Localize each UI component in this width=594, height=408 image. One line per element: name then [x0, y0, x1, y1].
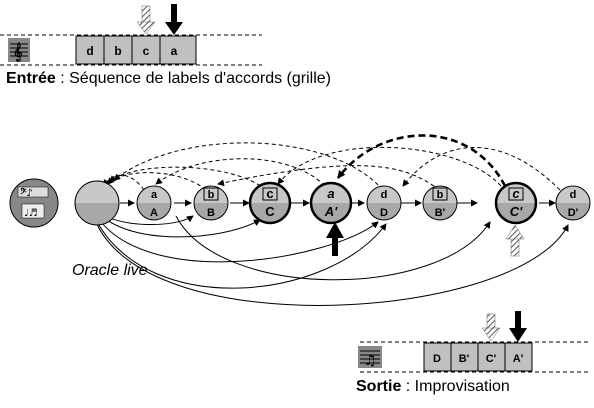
score-icon-output: ♫: [358, 346, 382, 369]
input-cell: b: [114, 44, 121, 58]
black-arrow-icon: [165, 4, 183, 35]
output-caption: Sortie : Improvisation: [356, 378, 510, 396]
state-label-bottom: B': [435, 207, 446, 219]
state-label-top: a: [151, 189, 158, 201]
oracle-state-7: cC': [494, 181, 538, 225]
state-label-top: c: [266, 186, 273, 201]
black-arrow-icon: [509, 311, 527, 342]
oracle-state-0: [74, 180, 120, 226]
black-arrow-icon: [326, 222, 344, 256]
input-cell: a: [171, 44, 178, 58]
output-cell: A': [513, 353, 524, 365]
oracle-state-4: aA': [309, 181, 353, 225]
state-label-top: c: [512, 186, 520, 201]
output-cell: C': [486, 353, 497, 365]
state-label-top: b: [208, 189, 215, 201]
oracle-state-8: dD': [555, 185, 591, 221]
input-strip: 𝄞 d b c a: [0, 4, 262, 66]
state-label-top: b: [437, 189, 444, 201]
oracle-label: Oracle live: [72, 262, 148, 279]
oracle-state-5: dD: [366, 185, 402, 221]
input-caption-text: : Séquence de labels d'accords (grille): [55, 70, 331, 87]
svg-text:𝄢♪: 𝄢♪: [20, 187, 33, 199]
input-caption-bold: Entrée: [6, 70, 56, 87]
output-strip: ♫ D B' C' A': [358, 311, 590, 373]
state-label-bottom: C: [265, 204, 275, 219]
oracle-state-2: bB: [193, 185, 229, 221]
hatched-arrow-icon: [136, 5, 156, 35]
input-cell: c: [143, 44, 150, 58]
state-label-top: d: [381, 189, 388, 201]
input-caption: Entrée : Séquence de labels d'accords (g…: [6, 70, 331, 88]
svg-text:𝄞: 𝄞: [13, 42, 22, 63]
output-caption-bold: Sortie: [356, 378, 402, 395]
state-label-bottom: D: [380, 207, 388, 219]
oracle-state-3: cC: [248, 181, 292, 225]
svg-text:♩♬: ♩♬: [24, 208, 38, 219]
hatched-arrow-icon: [505, 224, 525, 257]
score-icon-input: 𝄞: [8, 38, 30, 63]
svg-text:♫: ♫: [364, 353, 377, 369]
state-label-bottom: B: [207, 207, 215, 219]
instrument-icon: 𝄢♪ ♩♬: [9, 178, 59, 228]
input-cell: d: [86, 44, 93, 58]
output-cell: D: [433, 353, 441, 365]
oracle-edges: [95, 134, 569, 306]
output-caption-text: : Improvisation: [401, 378, 510, 395]
state-label-top: d: [570, 189, 577, 201]
state-label-bottom: C': [510, 204, 523, 219]
state-label-bottom: A': [324, 204, 338, 219]
state-label-bottom: A: [150, 207, 158, 219]
output-cell: B': [459, 353, 470, 365]
state-label-top: a: [327, 186, 334, 201]
oracle-state-1: aA: [136, 185, 172, 221]
state-label-bottom: D': [568, 207, 579, 219]
hatched-arrow-icon: [481, 313, 501, 342]
oracle-state-6: bB': [422, 185, 458, 221]
